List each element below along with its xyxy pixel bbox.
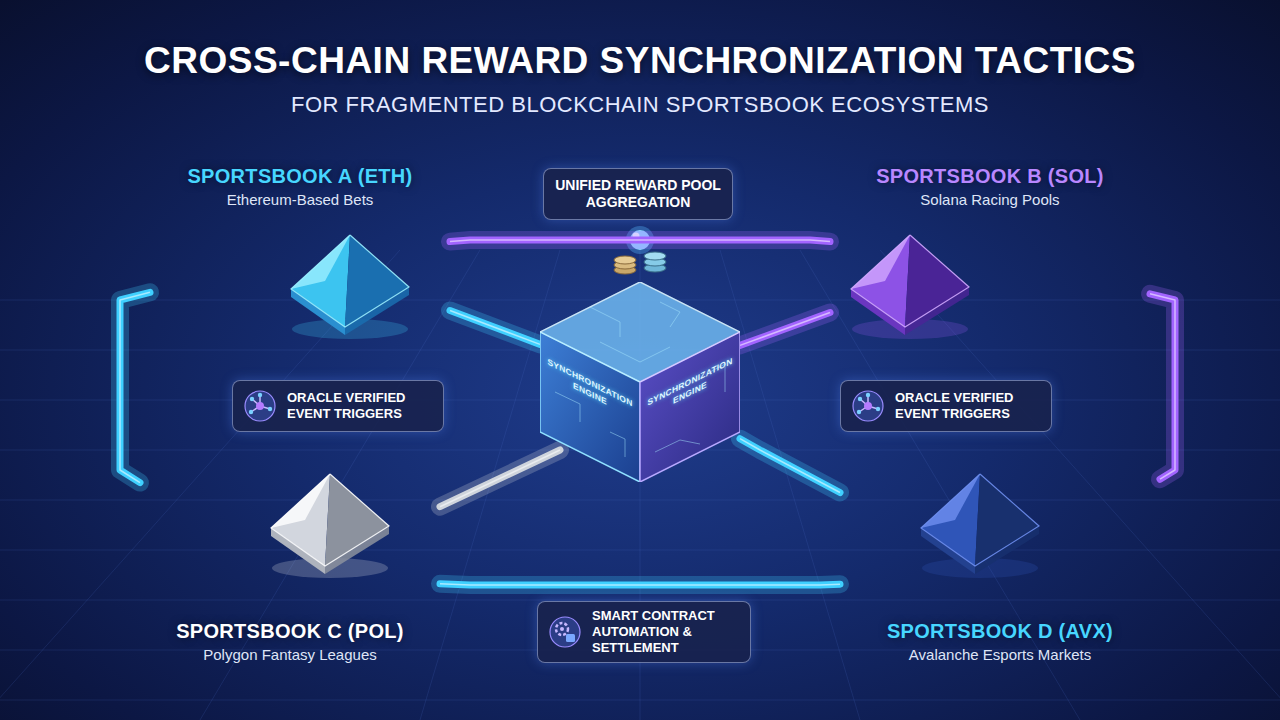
track-line — [450, 240, 830, 242]
track-highlight — [450, 240, 830, 242]
track-glow — [450, 311, 540, 345]
sportsbook-subtitle: Solana Racing Pools — [830, 191, 1150, 208]
gem-shape — [915, 470, 1045, 580]
gem-holder — [285, 231, 415, 345]
sportsbook-text: SPORTSBOOK B (SOL) Solana Racing Pools — [830, 165, 1150, 208]
pool-box: UNIFIED REWARD POOL AGGREGATION — [543, 168, 733, 220]
sportsbook-text: SPORTSBOOK A (ETH) Ethereum-Based Bets — [150, 165, 450, 208]
sportsbook-subtitle: Polygon Fantasy Leagues — [140, 646, 440, 663]
track-glow — [450, 240, 830, 242]
sportsbook-text: SPORTSBOOK C (POL) Polygon Fantasy League… — [140, 620, 440, 663]
sync-track — [120, 292, 150, 482]
track-line — [740, 313, 830, 346]
box-icon — [548, 615, 582, 649]
track-line — [450, 311, 540, 345]
box-label: UNIFIED REWARD POOL AGGREGATION — [554, 177, 722, 211]
sync-track — [450, 240, 830, 242]
gem-shape — [285, 231, 415, 341]
box-icon — [243, 389, 277, 423]
oracle-icon — [243, 389, 277, 423]
oracle-box: ORACLE VERIFIED EVENT TRIGGERS — [232, 380, 444, 432]
track-highlight — [740, 439, 840, 493]
engine-node: SYNCHRONIZATION ENGINESYNCHRONIZATION EN… — [540, 282, 740, 482]
track-glow — [440, 584, 840, 585]
sync-track — [740, 439, 840, 493]
box-label: ORACLE VERIFIED EVENT TRIGGERS — [895, 390, 1043, 422]
sportsbook-node: SPORTSBOOK A (ETH) Ethereum-Based Bets — [150, 165, 450, 343]
box-text: ORACLE VERIFIED EVENT TRIGGERS — [895, 390, 1043, 422]
sync-track — [440, 450, 560, 507]
track-glow — [740, 439, 840, 493]
track-line — [1150, 294, 1175, 479]
sportsbook-subtitle: Avalanche Esports Markets — [840, 646, 1160, 663]
track-line — [440, 450, 560, 507]
sportsbook-text: SPORTSBOOK D (AVX) Avalanche Esports Mark… — [840, 620, 1160, 663]
sync-track — [740, 313, 830, 346]
gem-shape — [265, 470, 395, 580]
gem-shape — [845, 231, 975, 341]
box-text: SMART CONTRACT AUTOMATION & SETTLEMENT — [592, 608, 742, 656]
oracle-icon — [851, 389, 885, 423]
sync-track — [1150, 294, 1175, 479]
track-glow — [1150, 294, 1175, 479]
sync-track — [450, 311, 540, 345]
track-highlight — [440, 450, 560, 507]
track-highlight — [120, 292, 150, 482]
sportsbook-heading: SPORTSBOOK C (POL) — [140, 620, 440, 643]
oracle-box: ORACLE VERIFIED EVENT TRIGGERS — [840, 380, 1052, 432]
track-glow — [440, 450, 560, 507]
gear-icon — [548, 615, 582, 649]
grid-lines — [0, 250, 1280, 720]
gem-holder — [915, 470, 1045, 584]
track-line — [740, 439, 840, 493]
track-glow — [740, 313, 830, 346]
sportsbook-node: SPORTSBOOK D (AVX) Avalanche Esports Mark… — [840, 470, 1160, 685]
track-line — [120, 292, 150, 482]
gem-holder — [265, 470, 395, 584]
sportsbook-subtitle: Ethereum-Based Bets — [150, 191, 450, 208]
automation-box: SMART CONTRACT AUTOMATION & SETTLEMENT — [537, 601, 751, 663]
sportsbook-heading: SPORTSBOOK A (ETH) — [150, 165, 450, 188]
sportsbook-node: SPORTSBOOK C (POL) Polygon Fantasy League… — [140, 470, 440, 685]
gem-holder — [845, 231, 975, 345]
track-highlight — [450, 311, 540, 345]
subtitle-label: FOR FRAGMENTED BLOCKCHAIN SPORTSBOOK ECO… — [0, 92, 1280, 118]
box-label: SMART CONTRACT AUTOMATION & SETTLEMENT — [592, 608, 742, 656]
sync-track — [440, 584, 840, 585]
box-icon — [851, 389, 885, 423]
track-highlight — [740, 313, 830, 346]
track-highlight — [440, 584, 840, 585]
sportsbook-node: SPORTSBOOK B (SOL) Solana Racing Pools — [830, 165, 1150, 343]
sportsbook-heading: SPORTSBOOK B (SOL) — [830, 165, 1150, 188]
box-label: ORACLE VERIFIED EVENT TRIGGERS — [287, 390, 435, 422]
track-line — [440, 584, 840, 585]
box-text: ORACLE VERIFIED EVENT TRIGGERS — [287, 390, 435, 422]
track-glow — [120, 292, 150, 482]
diagram-title: CROSS-CHAIN REWARD SYNCHRONIZATION TACTI… — [0, 40, 1280, 82]
sportsbook-heading: SPORTSBOOK D (AVX) — [840, 620, 1160, 643]
coin-stack — [614, 252, 666, 274]
track-highlight — [1150, 294, 1175, 479]
